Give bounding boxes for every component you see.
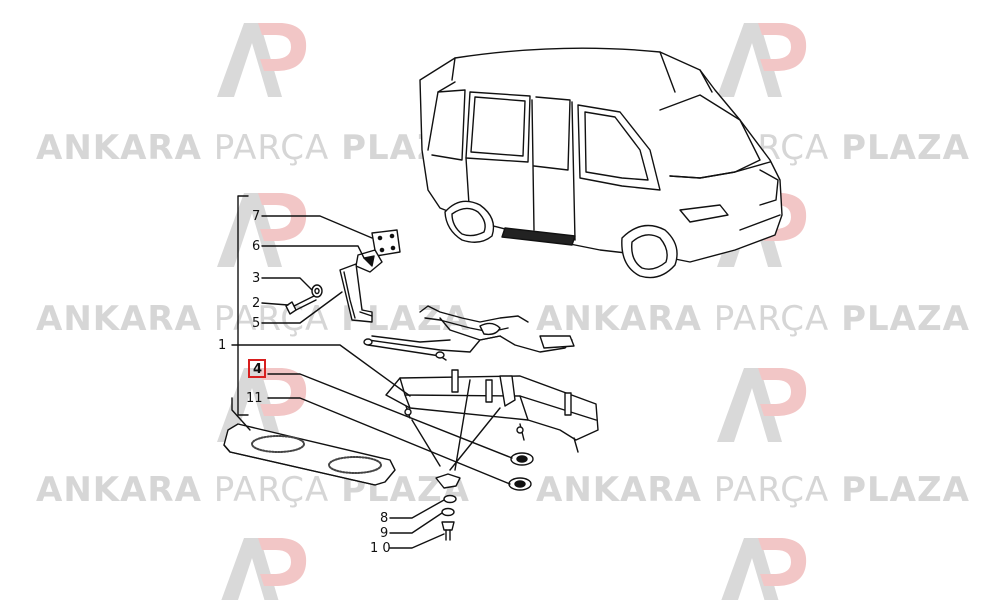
- callout-8: 8: [380, 511, 388, 526]
- watermark-logo: [717, 23, 807, 97]
- callout-5: 5: [252, 316, 260, 331]
- support-arm-assembly: [363, 305, 575, 361]
- watermark-logo: [217, 23, 307, 97]
- watermark-logo: [221, 538, 307, 600]
- part-11-step-plate: [223, 423, 396, 486]
- part-2-bolt: [285, 301, 297, 315]
- part-5-bracket: [339, 263, 373, 323]
- part-10-bolt: [441, 521, 455, 531]
- watermark-logo: [717, 368, 807, 442]
- watermark-text: ANKARA PARÇA PLAZA: [536, 470, 970, 510]
- callout-4: 4: [253, 362, 262, 377]
- group-bracket: [237, 195, 249, 416]
- watermark-text: ANKARA PARÇA PLAZA: [536, 299, 970, 339]
- watermark-logo: [217, 368, 307, 442]
- callout-7: 7: [252, 209, 260, 224]
- callout-9: 9: [380, 526, 388, 541]
- part-3-washer: [311, 284, 323, 298]
- part-8-washer: [443, 494, 457, 504]
- callout-3: 3: [252, 271, 260, 286]
- van-illustration: [419, 47, 783, 279]
- callout-11: 11: [246, 391, 263, 406]
- callout-10: 1 0: [370, 541, 391, 556]
- watermark-logo: [217, 193, 307, 267]
- part-9-washer: [441, 507, 455, 517]
- watermark-text: ANKARA PARÇA PLAZA: [36, 470, 470, 510]
- watermark-logo: [721, 538, 807, 600]
- highlight-box: [248, 359, 266, 378]
- callout-6: 6: [252, 239, 260, 254]
- callout-2: 2: [252, 296, 260, 311]
- callout-1: 1: [218, 338, 226, 353]
- lower-bracket: [435, 473, 461, 489]
- step-frame: [385, 369, 599, 453]
